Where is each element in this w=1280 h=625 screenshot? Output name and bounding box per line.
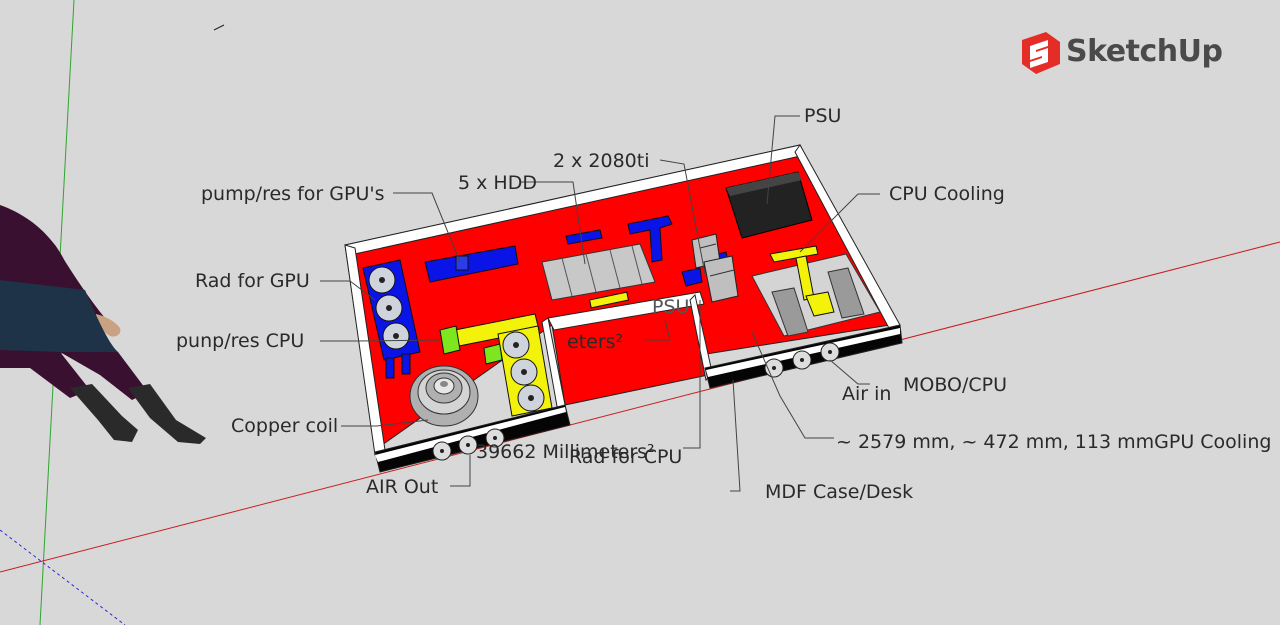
label-hdd: 5 x HDD: [458, 172, 537, 194]
psu-box: [725, 171, 813, 239]
gpu-radiator: [362, 259, 421, 379]
stray-mark: [213, 24, 225, 31]
label-psu-ghost: PSU: [652, 296, 690, 318]
sketchup-logo: SketchUp: [1018, 30, 1228, 80]
label-gpu-cooling: GPU Cooling: [1154, 431, 1272, 453]
cpu-pump-res: [439, 313, 540, 365]
label-area-measure: 39662 Millimeters²: [476, 441, 655, 463]
label-psu: PSU: [804, 105, 842, 127]
label-dimensions: ~ 2579 mm, ~ 472 mm, 113 mmGPU Cooling: [836, 431, 1272, 453]
label-mdf-case: MDF Case/Desk: [765, 481, 914, 503]
label-pump-cpu: punp/res CPU: [176, 330, 305, 352]
app-name: SketchUp: [1066, 34, 1223, 69]
label-air-in: Air in: [842, 383, 892, 405]
air-out-fans: [432, 428, 505, 461]
label-rad-cpu: Rad for CPU: [569, 446, 683, 468]
person-figure: [0, 205, 206, 444]
label-mobo-cpu: MOBO/CPU: [903, 374, 1008, 396]
copper-coil: [409, 365, 479, 427]
leader-lines: [320, 115, 880, 492]
label-cpu-cooling: CPU Cooling: [889, 183, 1005, 205]
blue-axis-line: [0, 529, 126, 625]
label-copper-coil: Copper coil: [231, 415, 339, 437]
label-area-ghost: eters²: [567, 331, 624, 353]
label-gpu: 2 x 2080ti: [553, 150, 650, 172]
label-pump-gpu: pump/res for GPU's: [201, 183, 385, 205]
label-rad-gpu: Rad for GPU: [195, 270, 310, 292]
motherboard: [751, 245, 881, 337]
label-air-out: AIR Out: [366, 476, 439, 498]
sketchup-logo-icon: [1022, 32, 1060, 74]
hdd-stack: [541, 243, 656, 301]
red-axis-line: [0, 241, 1280, 573]
cpu-radiator: [497, 325, 553, 417]
